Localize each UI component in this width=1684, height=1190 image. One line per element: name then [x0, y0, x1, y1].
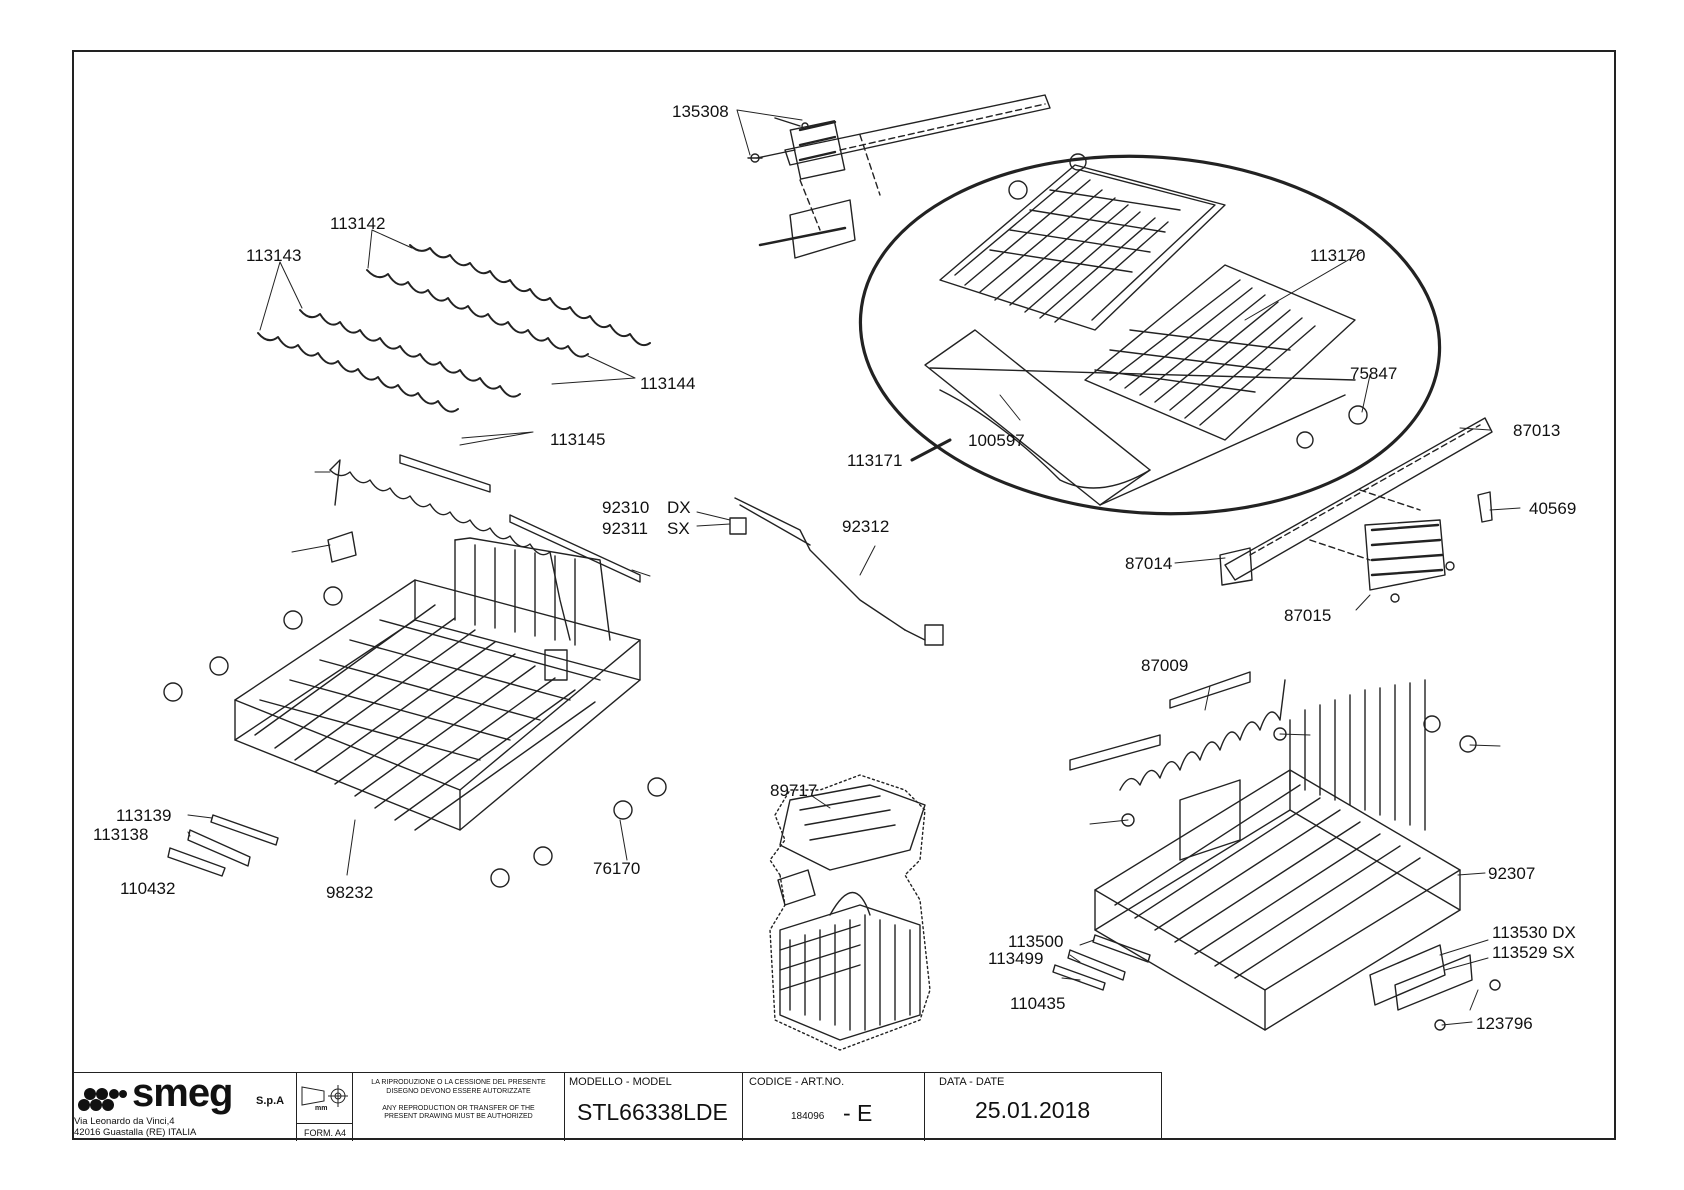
- part-label-113171: 113171: [847, 451, 903, 470]
- projection-symbol-icon: [301, 1085, 348, 1107]
- part-label-92311: 92311: [602, 519, 649, 538]
- wire-rod: [729, 497, 944, 646]
- date-value: 25.01.2018: [975, 1097, 1091, 1123]
- part-label-87015: 87015: [1284, 606, 1332, 625]
- upper-basket-clips: [1052, 934, 1501, 1031]
- drawing-frame: [72, 50, 1616, 1140]
- cutlery-basket: [769, 774, 931, 1051]
- part-label-113145: 113145: [550, 430, 606, 449]
- upper-rail-assembly: [747, 94, 1051, 259]
- date-caption: DATA - DATE: [939, 1076, 1005, 1088]
- code-caption: CODICE - ART.NO.: [749, 1076, 845, 1088]
- leader-lines: [187, 109, 1521, 1026]
- notice-it-line-1: LA RIPRODUZIONE O LA CESSIONE DEL PRESEN…: [371, 1079, 546, 1086]
- part-label-92312: 92312: [842, 517, 890, 536]
- revision-value: - E: [843, 1100, 873, 1126]
- part-label-110432: 110432: [120, 879, 176, 898]
- part-label-87013: 87013: [1513, 421, 1561, 440]
- part-label-89717: 89717: [770, 781, 818, 800]
- spike-wires: [257, 244, 651, 413]
- company-logo: smeg S.p.A: [76, 1071, 296, 1117]
- model-value: STL66338LDE: [577, 1099, 728, 1125]
- code-value: 184096: [791, 1111, 825, 1122]
- address-line-1: Via Leonardo da Vinci,4: [74, 1116, 175, 1127]
- notice-en-line-2: PRESENT DRAWING MUST BE AUTHORIZED: [384, 1113, 533, 1121]
- part-label-87009: 87009: [1141, 656, 1189, 675]
- format-label: FORM. A4: [297, 1123, 353, 1142]
- date-cell: DATA - DATE 25.01.2018: [924, 1073, 1160, 1141]
- part-label-98232: 98232: [326, 883, 374, 902]
- part-label-113139: 113139: [116, 806, 172, 825]
- right-rail-assembly: [1219, 417, 1493, 603]
- address-line-2: 42016 Guastalla (RE) ITALIA: [74, 1126, 197, 1138]
- part-label-135308: 135308: [672, 102, 729, 121]
- part-label-75847: 75847: [1350, 364, 1398, 383]
- part-label-113143: 113143: [246, 246, 302, 265]
- part-label-92307: 92307: [1488, 864, 1536, 883]
- model-caption: MODELLO - MODEL: [569, 1076, 672, 1088]
- company-name: smeg: [132, 1071, 233, 1115]
- part-label-92311-side: SX: [667, 519, 690, 538]
- upper-basket-detached: [1069, 671, 1477, 1031]
- part-label-87014: 87014: [1125, 554, 1173, 573]
- part-label-113529-sx: 113529 SX: [1492, 943, 1575, 962]
- part-label-76170: 76170: [593, 859, 641, 878]
- part-label-123796: 123796: [1476, 1014, 1533, 1033]
- part-label-40569: 40569: [1529, 499, 1577, 518]
- unit-label: mm: [315, 1105, 328, 1112]
- part-label-113170: 113170: [1310, 246, 1366, 265]
- logo-dots-icon: [78, 1088, 127, 1111]
- reproduction-notice: LA RIPRODUZIONE O LA CESSIONE DEL PRESEN…: [352, 1073, 564, 1141]
- part-label-113500: 113500: [1008, 932, 1064, 951]
- upper-basket-callout: [858, 153, 1442, 516]
- company-suffix: S.p.A: [256, 1095, 285, 1107]
- part-label-113142: 113142: [330, 214, 386, 233]
- part-label-113138: 113138: [93, 825, 149, 844]
- part-label-113499: 113499: [988, 949, 1044, 968]
- part-label-100597: 100597: [968, 431, 1025, 450]
- part-label-92310-side: DX: [667, 498, 691, 517]
- company-address: Via Leonardo da Vinci,4 42016 Guastalla …: [74, 1116, 197, 1139]
- model-cell: MODELLO - MODEL STL66338LDE: [564, 1073, 742, 1141]
- lower-basket: [163, 454, 667, 888]
- part-label-113144: 113144: [640, 374, 696, 393]
- part-label-113530-dx: 113530 DX: [1492, 923, 1576, 942]
- notice-it-line-2: DISEGNO DEVONO ESSERE AUTORIZZATE: [386, 1087, 531, 1095]
- part-label-92310: 92310: [602, 498, 650, 517]
- notice-en-line-1: ANY REPRODUCTION OR TRANSFER OF THE: [382, 1104, 535, 1112]
- part-label-110435: 110435: [1010, 994, 1066, 1013]
- code-cell: CODICE - ART.NO. 184096 - E: [742, 1073, 924, 1141]
- projection-cell: mm FORM. A4: [296, 1073, 353, 1142]
- lower-basket-clips: [167, 814, 279, 877]
- title-block: smeg S.p.A Via Leonardo da Vinci,4 42016…: [72, 1071, 1162, 1142]
